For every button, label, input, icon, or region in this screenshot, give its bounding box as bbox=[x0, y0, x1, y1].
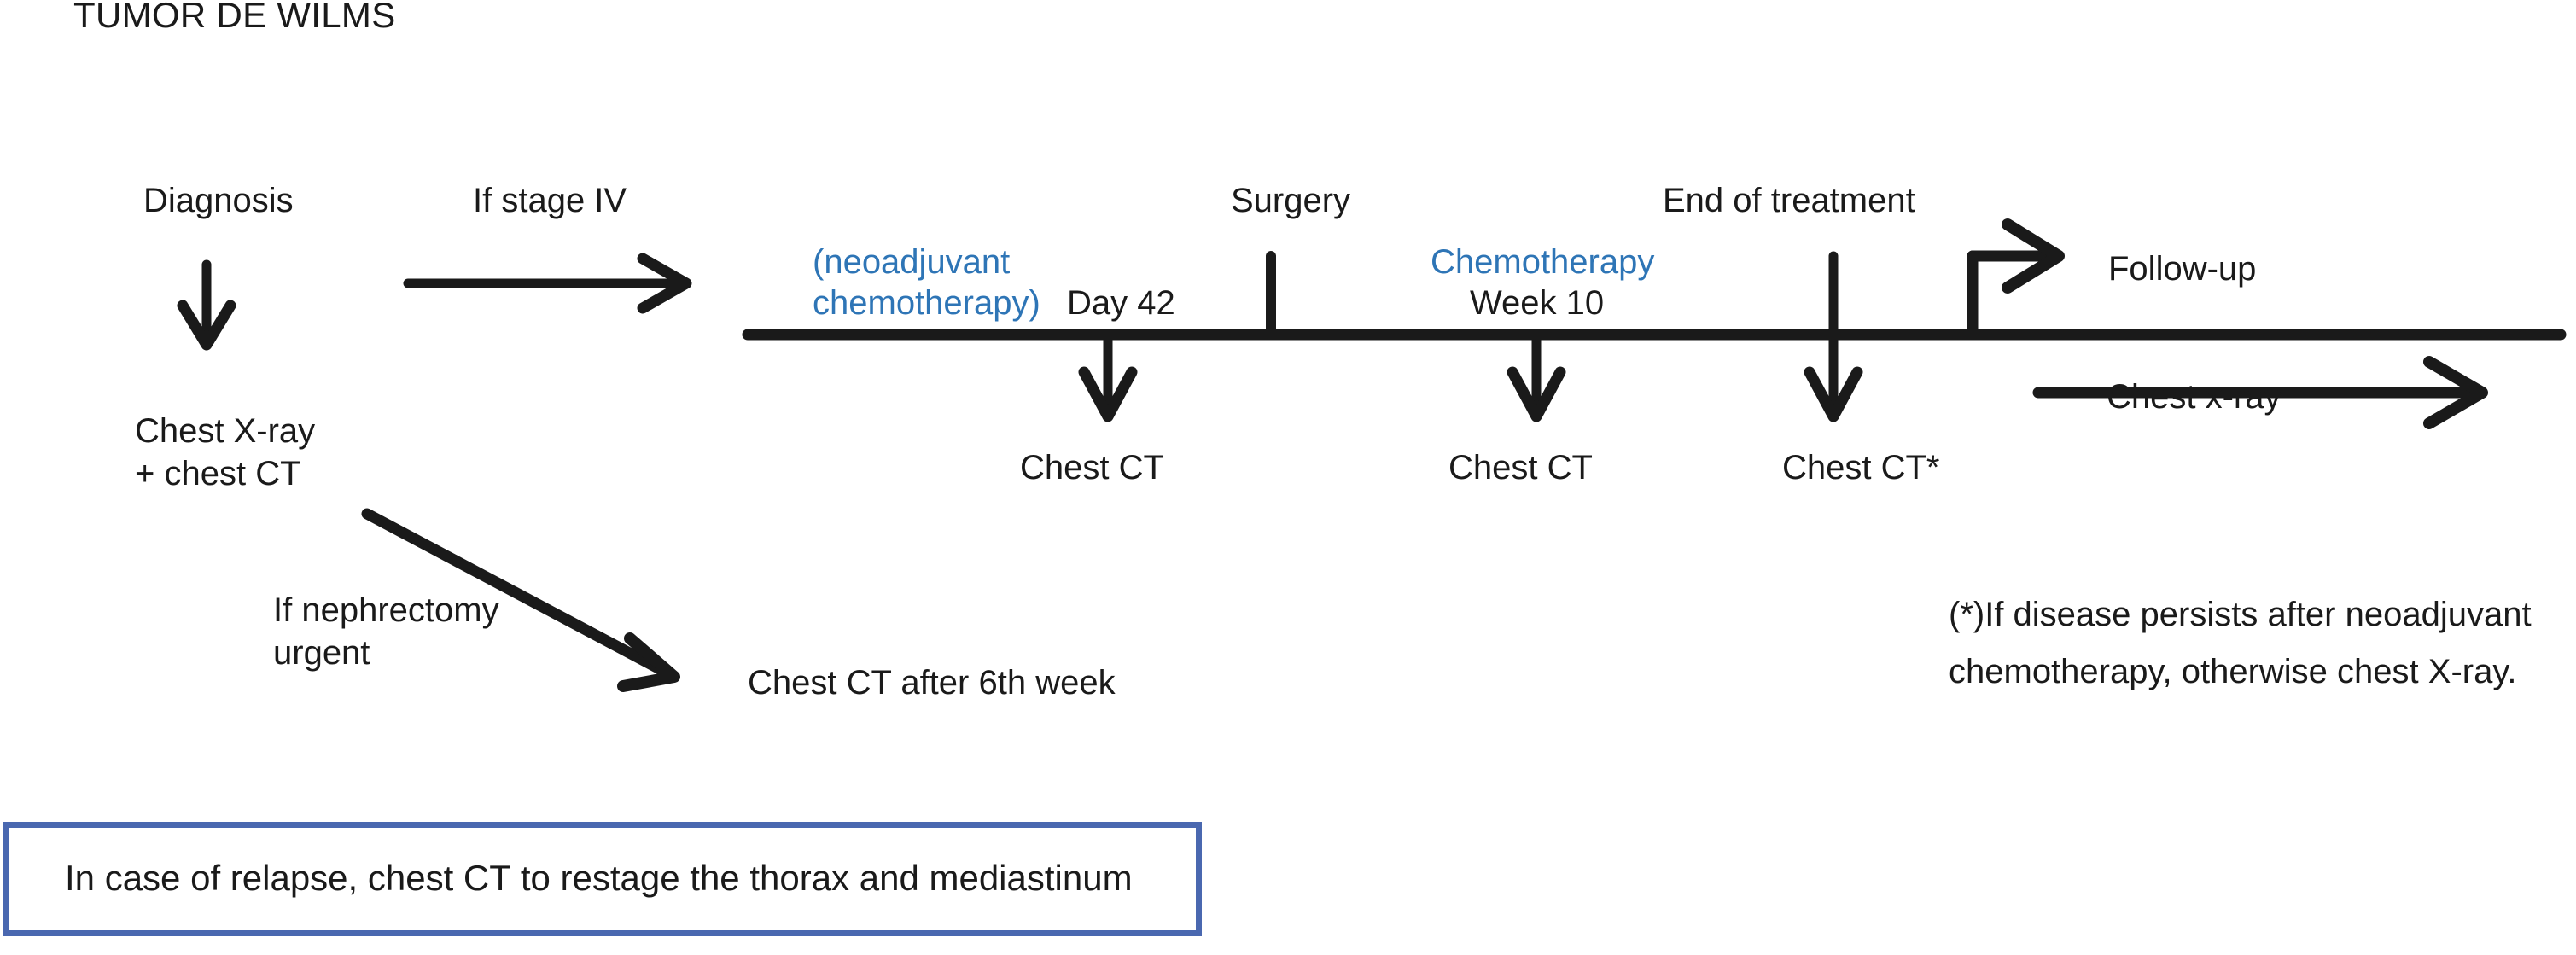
if-stage-iv-arrow bbox=[403, 253, 692, 314]
day-42-label: Day 42 bbox=[1067, 284, 1175, 322]
end-of-treatment-down-arrow bbox=[1804, 251, 1863, 422]
if-nephrectomy-urgent-line2: urgent bbox=[273, 634, 370, 672]
follow-up-chest-xray-label: Chest x-ray bbox=[2107, 378, 2282, 416]
follow-up-branch-arrow bbox=[1967, 218, 2065, 341]
footnote-line1: (*)If disease persists after neoadjuvant bbox=[1949, 596, 2532, 633]
neoadjuvant-chemotherapy-label-line2: chemotherapy) bbox=[813, 284, 1040, 322]
day42-down-arrow bbox=[1078, 335, 1138, 422]
chest-ct-week10-label: Chest CT bbox=[1448, 449, 1593, 486]
if-stage-iv-label: If stage IV bbox=[473, 182, 627, 219]
diagnosis-label: Diagnosis bbox=[143, 182, 294, 219]
end-of-treatment-label: End of treatment bbox=[1663, 182, 1915, 219]
week10-down-arrow bbox=[1507, 335, 1566, 422]
chest-ct-after-6th-week-label: Chest CT after 6th week bbox=[748, 664, 1116, 702]
if-nephrectomy-urgent-line1: If nephrectomy bbox=[273, 591, 499, 629]
chest-ct-star-label: Chest CT* bbox=[1782, 449, 1940, 486]
relapse-note-box bbox=[3, 822, 1202, 936]
chest-ct-day42-label: Chest CT bbox=[1020, 449, 1164, 486]
page-title: TUMOR DE WILMS bbox=[73, 0, 396, 35]
neoadjuvant-chemotherapy-label-line1: (neoadjuvant bbox=[813, 243, 1011, 281]
follow-up-label: Follow-up bbox=[2108, 250, 2257, 288]
chemotherapy-label: Chemotherapy bbox=[1431, 243, 1655, 281]
footnote-line2: chemotherapy, otherwise chest X-ray. bbox=[1949, 653, 2517, 690]
diagnosis-imaging-line2: + chest CT bbox=[135, 455, 301, 492]
relapse-note-text: In case of relapse, chest CT to restage … bbox=[65, 858, 1133, 898]
surgery-label: Surgery bbox=[1231, 182, 1351, 219]
diagnosis-imaging-line1: Chest X-ray bbox=[135, 412, 316, 450]
week-10-label: Week 10 bbox=[1470, 284, 1605, 322]
diagnosis-down-arrow bbox=[177, 259, 236, 351]
